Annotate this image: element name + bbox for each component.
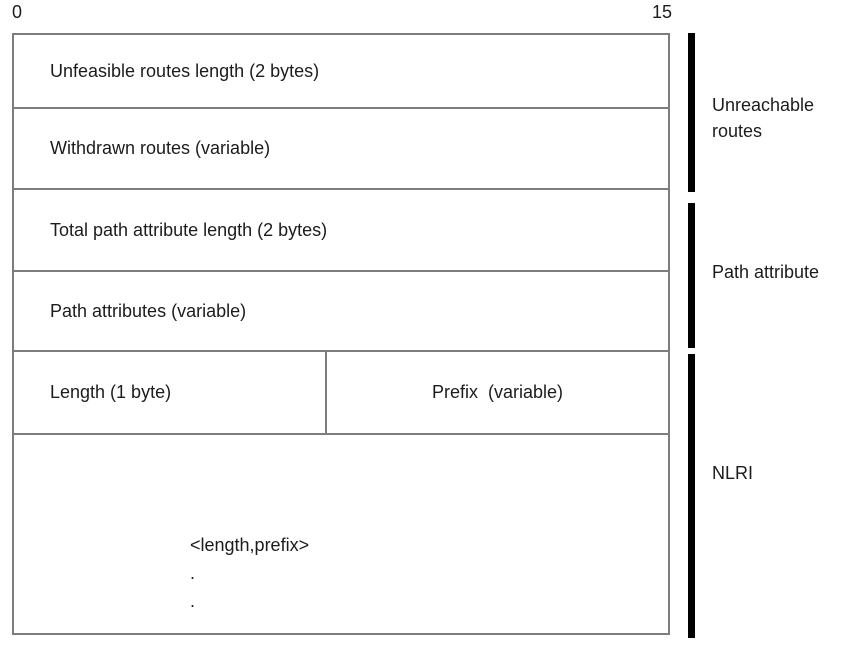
bracket-label-nlri: NLRI	[712, 463, 754, 483]
bit-label-end: 15	[651, 2, 672, 22]
field-row-unfeasible-routes-length: Unfeasible routes length (2 bytes)	[14, 35, 668, 109]
field-row-total-path-attribute-length: Total path attribute length (2 bytes)	[14, 190, 668, 272]
field-label: Unfeasible routes length (2 bytes)	[50, 60, 320, 81]
bracket-unreachable-routes	[688, 33, 695, 192]
field-label: Path attributes (variable)	[50, 300, 247, 321]
bit-ruler: 0 15	[12, 2, 672, 23]
bracket-label-unreachable-routes: Unreachable routes	[712, 95, 815, 141]
field-label: Length (1 byte)	[50, 382, 172, 402]
field-cell-prefix: Prefix (variable)	[327, 352, 668, 433]
field-row-withdrawn-routes: Withdrawn routes (variable)	[14, 109, 668, 190]
length-prefix-tuple-label: <length,prefix>	[190, 535, 310, 555]
field-row-length-prefix: Length (1 byte) Prefix (variable)	[14, 352, 668, 435]
message-format-box: Unfeasible routes length (2 bytes) Withd…	[12, 33, 670, 635]
ellipsis-dot: .	[190, 591, 196, 611]
nlri-content: <length,prefix> . .	[190, 531, 668, 615]
field-label: Withdrawn routes (variable)	[50, 138, 271, 158]
field-row-nlri-body: <length,prefix> . .	[14, 435, 668, 633]
bracket-label-path-attribute: Path attribute	[712, 262, 820, 282]
field-label: Prefix (variable)	[431, 382, 564, 402]
field-row-path-attributes: Path attributes (variable)	[14, 272, 668, 352]
ellipsis-dot: .	[190, 563, 196, 583]
field-label: Total path attribute length (2 bytes)	[50, 219, 328, 240]
bracket-nlri	[688, 354, 695, 638]
bracket-path-attribute	[688, 203, 695, 348]
field-cell-length: Length (1 byte)	[14, 352, 327, 433]
bit-label-start: 0	[12, 2, 23, 22]
